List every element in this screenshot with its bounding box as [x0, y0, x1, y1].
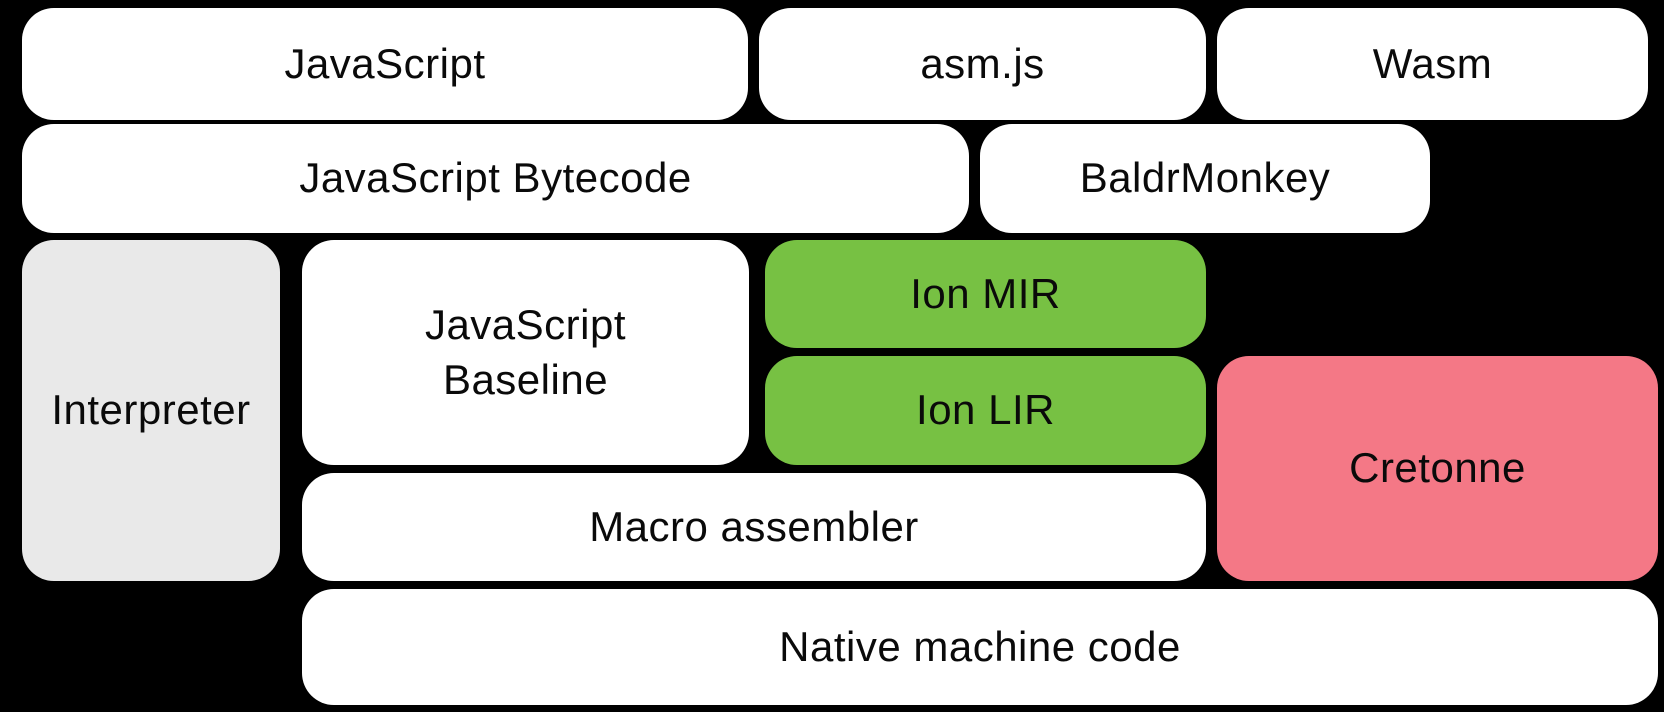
node-baldrmonkey: BaldrMonkey	[980, 124, 1430, 233]
node-ion-mir-label: Ion MIR	[910, 269, 1061, 317]
node-ion-lir-label: Ion LIR	[916, 386, 1055, 434]
node-javascript: JavaScript	[22, 8, 748, 120]
node-native-machine-code-label: Native machine code	[779, 622, 1181, 670]
node-asmjs: asm.js	[759, 8, 1206, 120]
node-macro-assembler-label: Macro assembler	[589, 502, 919, 550]
node-ion-mir: Ion MIR	[765, 240, 1206, 348]
node-asmjs-label: asm.js	[920, 39, 1045, 87]
node-wasm: Wasm	[1217, 8, 1648, 120]
node-javascript-bytecode: JavaScript Bytecode	[22, 124, 969, 233]
node-ion-lir: Ion LIR	[765, 356, 1206, 465]
node-cretonne: Cretonne	[1217, 356, 1658, 581]
node-javascript-baseline-label: JavaScript Baseline	[424, 300, 627, 403]
node-javascript-baseline: JavaScript Baseline	[302, 240, 749, 465]
node-interpreter-label: Interpreter	[51, 386, 251, 434]
node-wasm-label: Wasm	[1372, 39, 1493, 87]
node-javascript-bytecode-label: JavaScript Bytecode	[299, 154, 692, 202]
node-interpreter: Interpreter	[22, 240, 280, 581]
node-javascript-label: JavaScript	[284, 39, 486, 87]
node-baldrmonkey-label: BaldrMonkey	[1079, 154, 1331, 202]
node-native-machine-code: Native machine code	[302, 589, 1658, 705]
node-cretonne-label: Cretonne	[1349, 444, 1526, 492]
node-macro-assembler: Macro assembler	[302, 473, 1206, 581]
